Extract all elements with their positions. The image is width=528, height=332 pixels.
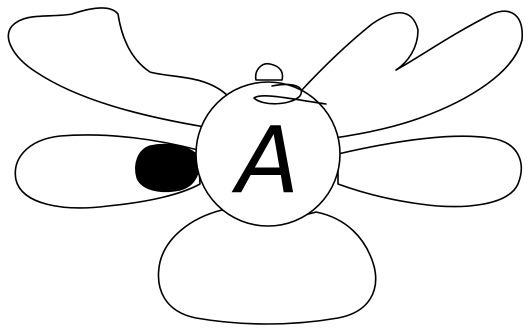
petal-dark: [136, 144, 200, 191]
center-letter: A: [232, 107, 300, 214]
petal-upper-right: [300, 11, 522, 138]
petal-bottom: [159, 210, 376, 324]
petal-upper-left: [8, 8, 228, 127]
petal-right: [338, 136, 521, 206]
top-tab: [256, 64, 283, 80]
